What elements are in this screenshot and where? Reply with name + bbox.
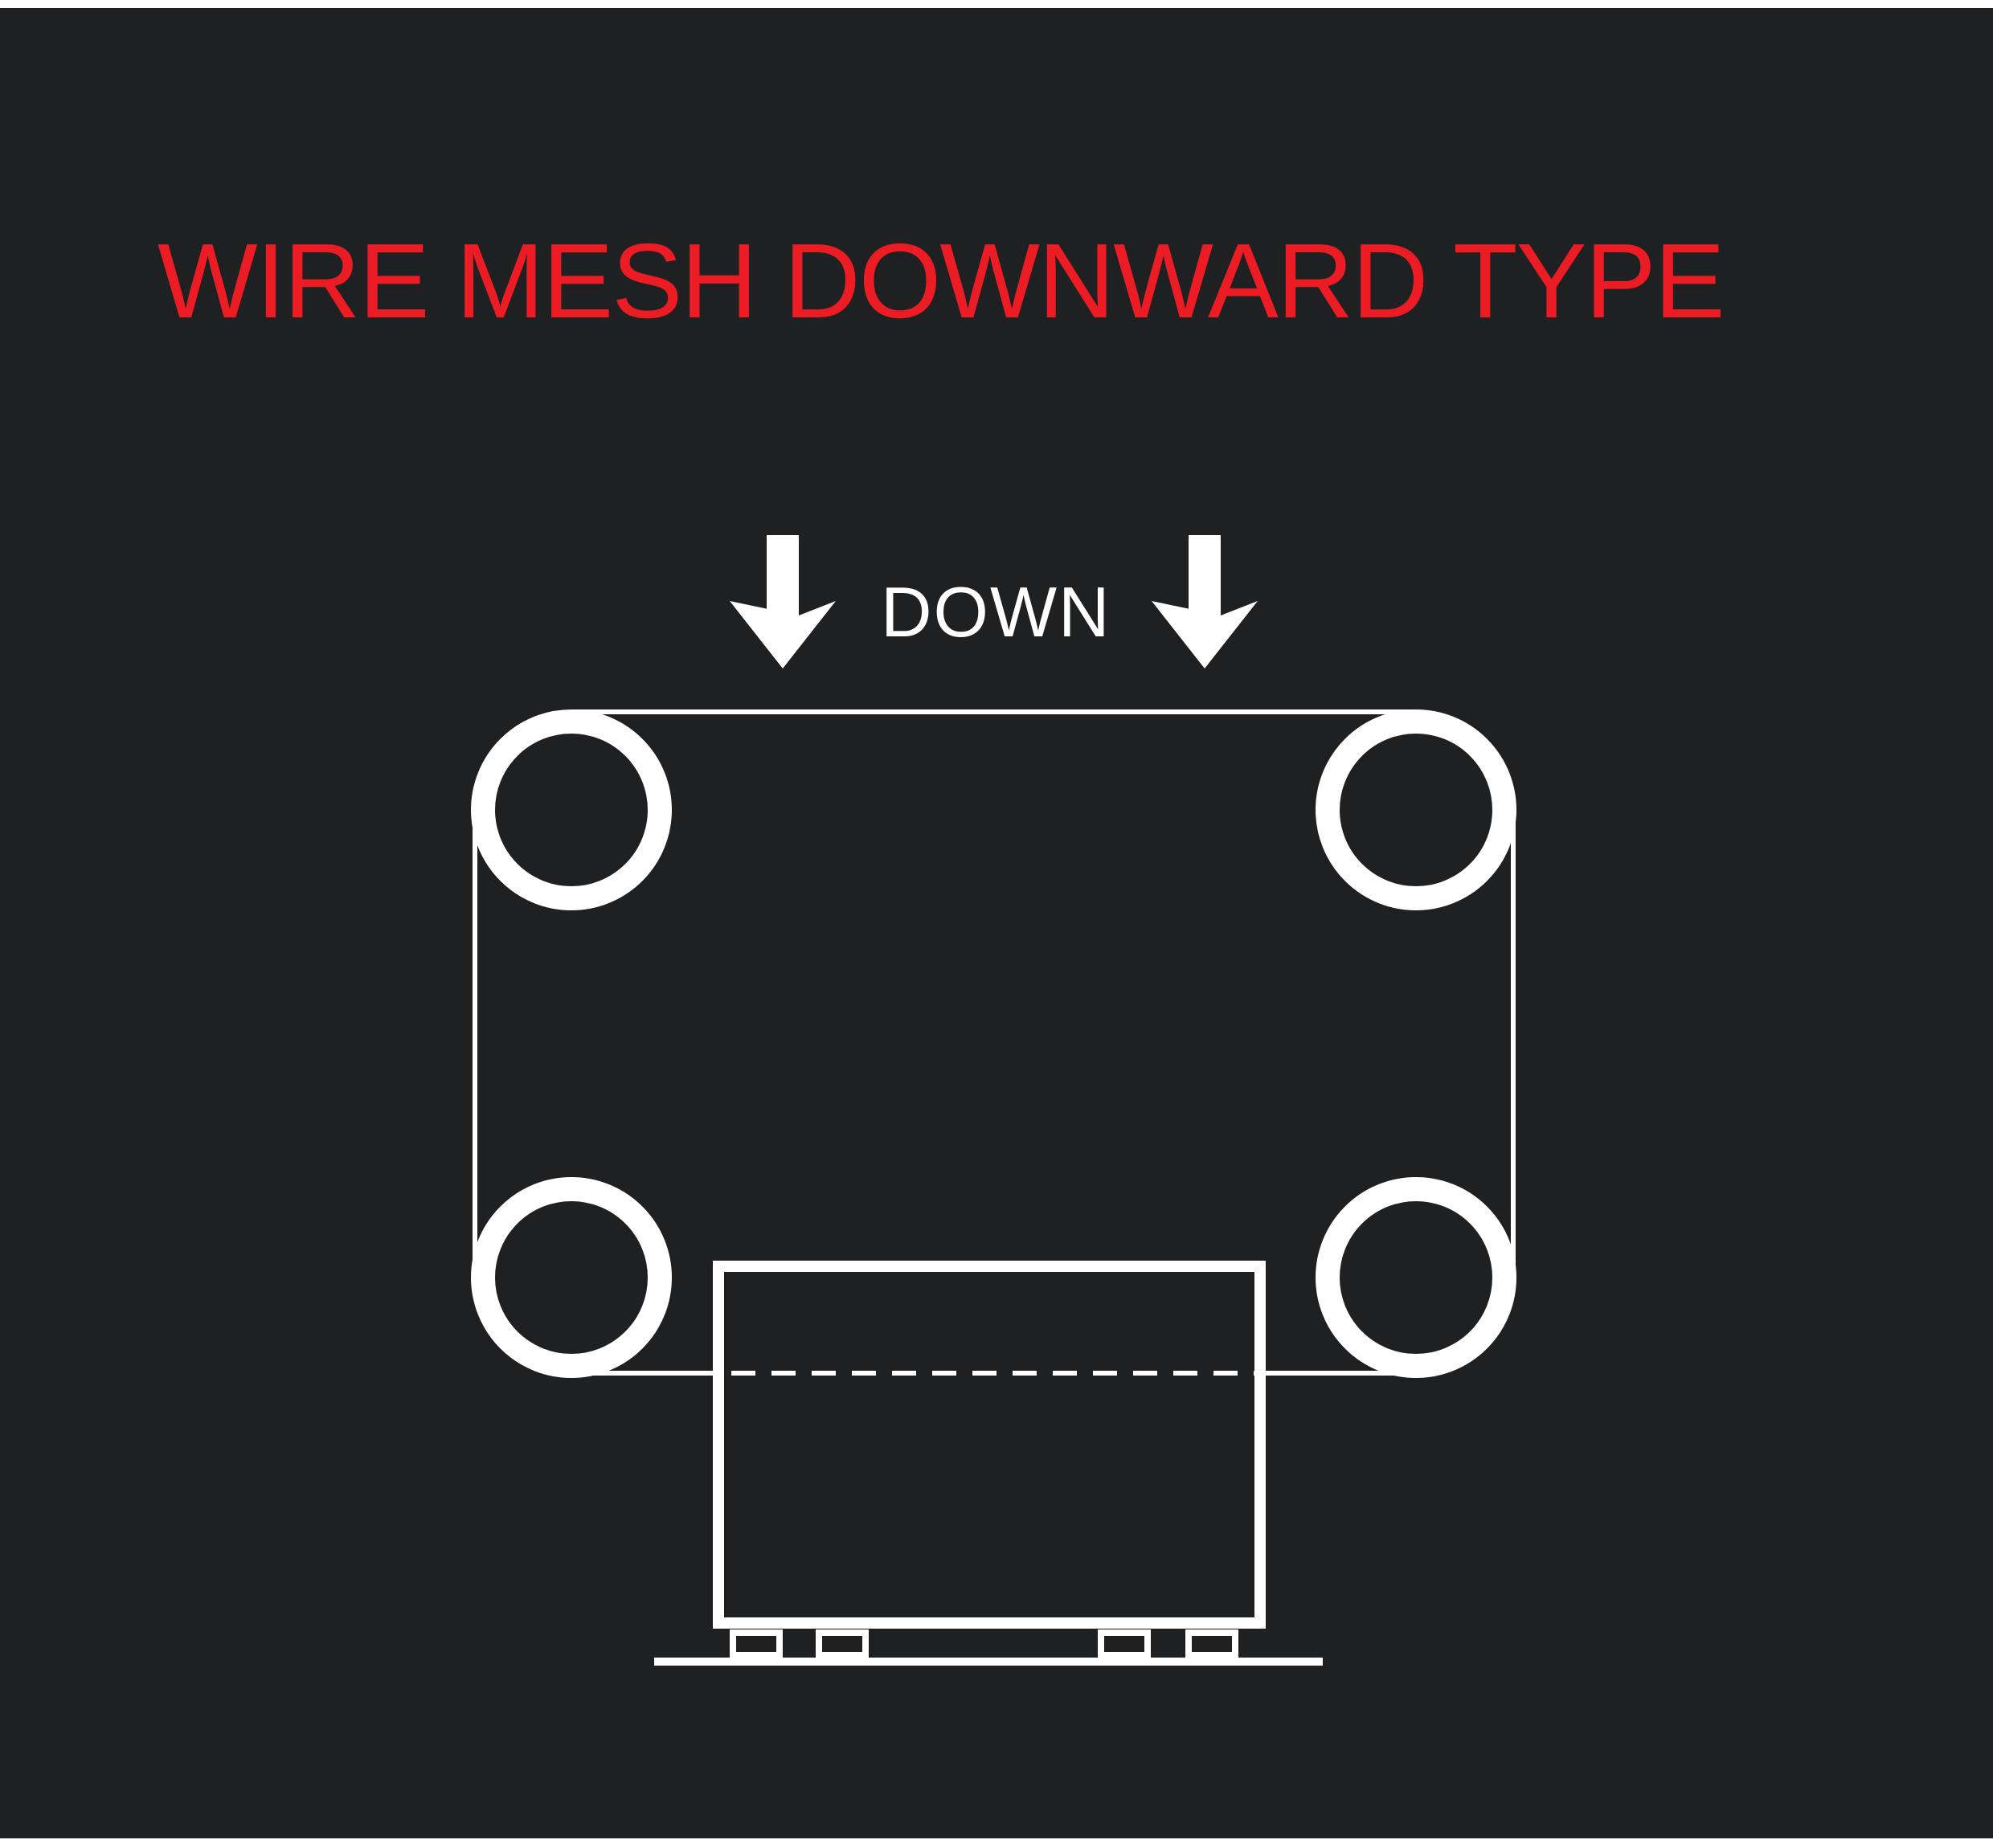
arrow-down-icon	[730, 535, 836, 668]
box-foot	[816, 1629, 869, 1658]
roller-bottom-left	[471, 1177, 672, 1378]
rollers	[471, 709, 1516, 1378]
background-panel	[0, 8, 1993, 1838]
collection-box	[713, 1261, 1266, 1629]
diagram-title: WIRE MESH DOWNWARD TYPE	[158, 222, 1724, 340]
roller-bottom-right	[1316, 1177, 1516, 1378]
box-feet	[730, 1629, 1238, 1658]
direction-label: DOWN	[881, 572, 1111, 652]
box-foot	[730, 1629, 783, 1658]
roller-top-left	[471, 709, 672, 910]
roller-top-right	[1316, 709, 1516, 910]
box-foot	[1185, 1629, 1238, 1658]
box-foot	[1098, 1629, 1151, 1658]
arrow-down-icon	[1152, 535, 1258, 668]
